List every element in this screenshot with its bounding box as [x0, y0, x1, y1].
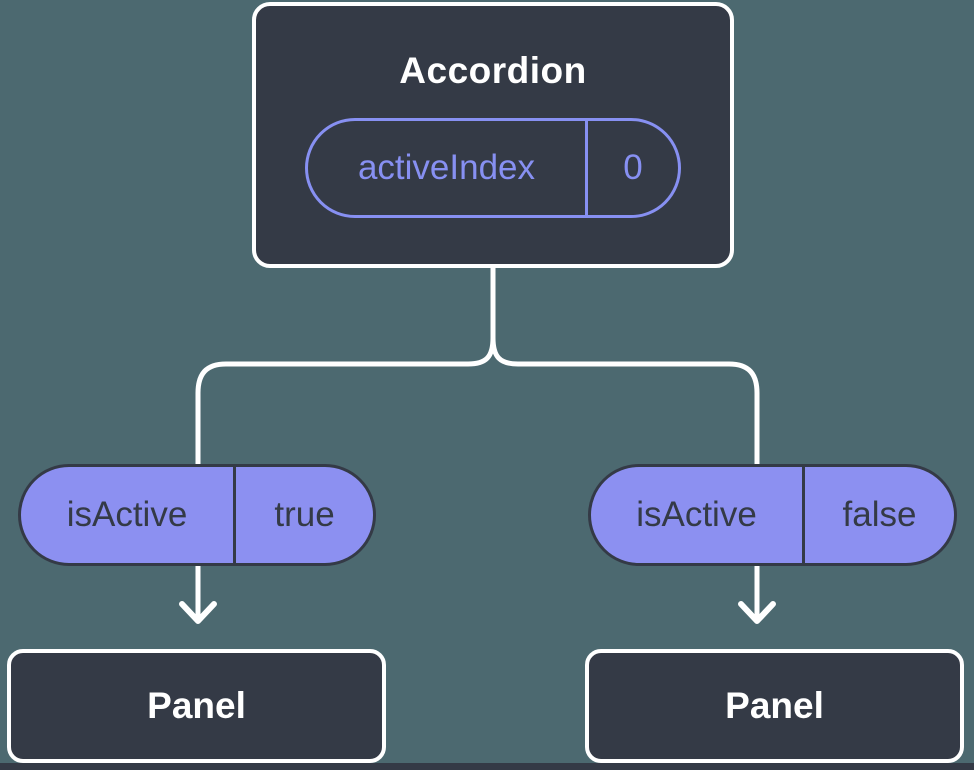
accordion-node-title: Accordion: [399, 50, 587, 91]
accordion-node: Accordion activeIndex 0: [252, 2, 734, 268]
prop-pill-isactive-false: isActive false: [588, 464, 957, 566]
arrow-down-icon: [738, 601, 776, 624]
panel-node-title: Panel: [147, 685, 246, 726]
prop-value-label: true: [274, 495, 335, 534]
prop-name-label: isActive: [636, 495, 757, 534]
prop-pill-isactive-true: isActive true: [18, 464, 376, 566]
panel-node-right: Panel: [585, 649, 964, 763]
panel-node-left: Panel: [7, 649, 386, 763]
state-value-label: 0: [623, 148, 643, 187]
state-name-label: activeIndex: [357, 148, 536, 187]
pill-divider: [585, 121, 588, 215]
next-section-edge: [0, 763, 974, 770]
arrow-down-icon: [179, 601, 217, 624]
state-pill-activeindex: activeIndex 0: [305, 118, 681, 218]
pill-divider: [802, 467, 805, 563]
pill-divider: [233, 467, 236, 563]
prop-value-label: false: [842, 495, 917, 534]
prop-name-label: isActive: [66, 495, 188, 534]
connector-right-branch: [490, 264, 760, 617]
panel-node-title: Panel: [725, 685, 824, 726]
